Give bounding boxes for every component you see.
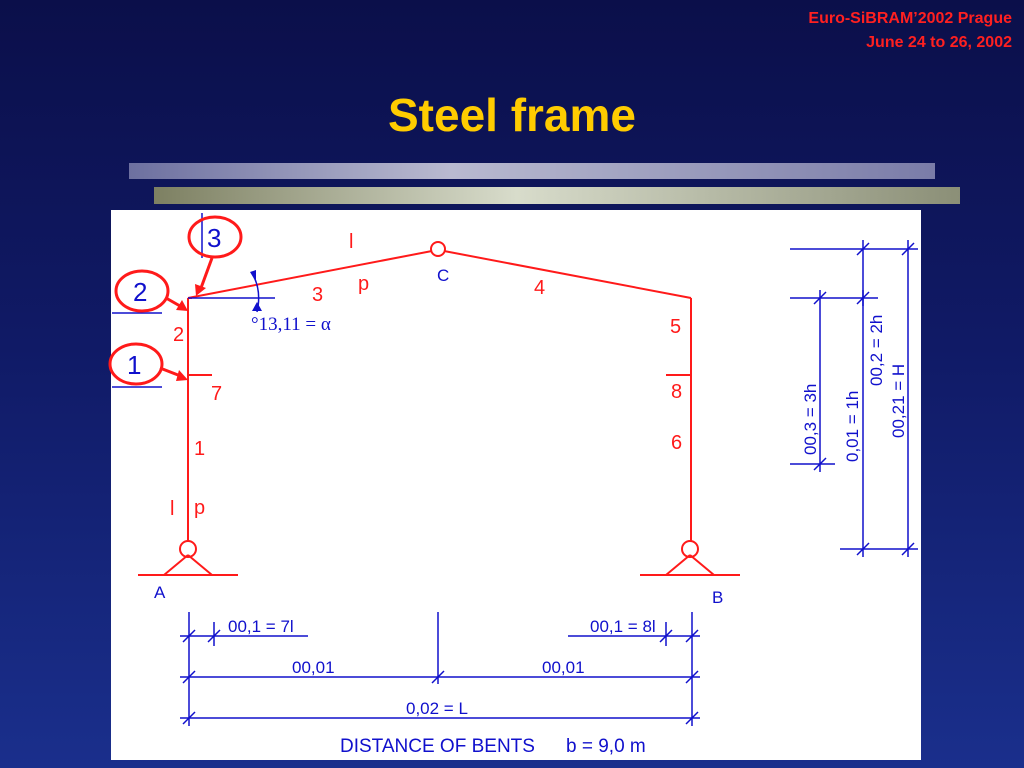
tick-r3-a [182,711,196,725]
angle-marker [188,272,275,313]
conference-name: Euro-SiBRAM’2002 Prague [808,10,1012,27]
frame-structure [138,241,740,576]
tick-r1-b [207,629,221,643]
vdim-label-h1: 0,01 = 1h [843,391,862,462]
support-a-leg-left [163,554,189,576]
support-a-leg-right [187,554,213,576]
angle-arrow-bottom-icon [252,302,262,311]
vtick-2 [813,457,827,471]
callout-1-arrow [159,366,179,377]
vtick-6 [901,242,915,256]
conference-info: Euro-SiBRAM’2002 Prague June 24 to 26, 2… [808,7,1012,55]
callout-2-ring [114,269,170,313]
left-rafter [187,250,433,299]
node-label-support-b: B [712,588,723,607]
callout-2: 2 [114,269,188,313]
angle-label: °13,11 = α [251,314,331,335]
vdim-label-h3: 00,3 = 3h [801,384,820,455]
vtick-3 [856,242,870,256]
callout-1: 1 [108,342,188,386]
tick-r2-b [431,670,445,684]
vertical-dimensions [790,240,918,557]
callout-2-label: 2 [133,277,147,307]
dim-label-left-segment: 00,1 = 7l [228,617,294,636]
tick-r2-c [685,670,699,684]
callout-1-arrowhead-icon [176,370,188,381]
label-right-column-lower: 6 [671,432,682,454]
tick-r1-c [659,629,673,643]
label-left-column-mid: 7 [211,383,222,405]
label-left-l: l [170,498,174,520]
label-top-l: l [349,231,353,253]
dim-label-right-segment: 00,1 = 8l [590,617,656,636]
label-left-beam: 3 [312,284,323,306]
callout-3-arrowhead-icon [195,284,206,296]
vtick-4 [856,291,870,305]
dim-label-total-span: 0,02 = L [406,699,468,718]
node-label-support-a: A [154,583,166,602]
support-b-hinge [681,540,699,558]
support-a-hinge [179,540,197,558]
vtick-5 [856,542,870,556]
apex-hinge [430,241,446,257]
vdim-label-H: 00,21 = H [889,364,908,438]
callout-1-ring [108,342,164,386]
label-left-p: p [194,497,205,519]
right-rafter [443,250,692,299]
tick-r3-b [685,711,699,725]
callout-2-arrow [165,296,181,308]
callout-1-label: 1 [127,350,141,380]
node-label-apex: C [437,266,449,285]
decorative-bar-bottom [154,187,960,204]
footer-distance-value: b = 9,0 m [566,736,646,757]
label-left-column-lower: 1 [194,438,205,460]
callout-2-arrowhead-icon [176,300,188,311]
callout-3-ring [187,215,243,259]
support-b-leg-right [689,554,715,576]
vdim-label-h2: 00,2 = 2h [867,315,886,386]
callout-3-label: 3 [207,223,221,253]
horizontal-dimensions [180,612,700,726]
conference-date: June 24 to 26, 2002 [866,34,1012,51]
vtick-1 [813,291,827,305]
dim-label-half-left: 00,01 [292,658,335,677]
vtick-7 [901,542,915,556]
footer-distance-label: DISTANCE OF BENTS [340,736,535,757]
angle-arrow-icon [250,270,256,282]
dim-label-half-right: 00,01 [542,658,585,677]
tick-r2-a [182,670,196,684]
slide-title: Steel frame [387,89,636,141]
label-right-column-upper: 5 [670,316,681,338]
tick-r1-d [685,629,699,643]
decorative-bar-top [129,163,935,179]
support-b-leg-left [665,554,691,576]
callout-3: 3 [187,215,243,296]
label-top-p: p [358,273,369,295]
tick-r1-a [182,629,196,643]
label-right-column-mid: 8 [671,381,682,403]
diagram-panel [111,210,921,760]
label-left-column-upper: 2 [173,324,184,346]
label-right-beam: 4 [534,277,545,299]
callout-3-arrow [199,257,214,289]
